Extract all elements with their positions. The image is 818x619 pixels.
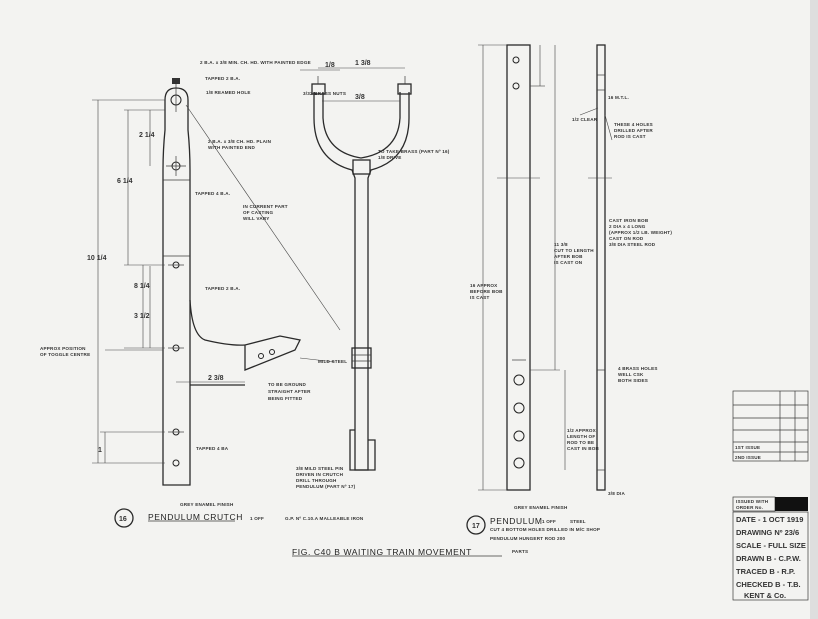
- drawing-title-suffix: PARTS: [512, 549, 528, 554]
- note-vary-2: OF CASTING: [243, 210, 274, 215]
- note-bob-2: 2 DIA x 4 LONG: [609, 224, 646, 229]
- note-csk-1: 4 BRASS HOLES: [618, 366, 658, 371]
- title-block-firm: KENT & Co.: [744, 591, 786, 600]
- note-toggle-1: APPROX POSITION: [40, 346, 86, 351]
- note-len-1: 1/2 APPROX: [567, 428, 597, 433]
- title-block-traced: TRACED B - R.P.: [736, 567, 795, 576]
- title-block-rev-1: 1ST ISSUE: [735, 445, 760, 450]
- note-screw-top: 2 B.A. x 3/8 MIN. CH. HD. WITH PAINTED E…: [200, 60, 311, 65]
- part-17-number: 17: [472, 523, 480, 530]
- pendulum-name: PENDULUM: [490, 516, 543, 526]
- part-16-number: 16: [119, 516, 127, 523]
- crutch-name: PENDULUM CRUTCH: [148, 512, 243, 522]
- dim-d5: 2 3/8: [208, 375, 224, 382]
- note-pin-4: PENDULUM (PART Nº 17): [296, 484, 356, 489]
- crutch-front-view: [92, 78, 341, 486]
- title-block-scale: SCALE - FULL SIZE: [736, 541, 806, 550]
- note-tapped-top: TAPPED 2 B.A.: [205, 76, 240, 81]
- note-pin-1: 3/8 MILD STEEL PIN: [296, 466, 344, 471]
- title-block-drawn: DRAWN B - C.P.W.: [736, 554, 801, 563]
- dim-d3: 3 1/2: [134, 313, 150, 320]
- crutch-fork-view: [300, 67, 412, 471]
- note-bob-3: (APPROX 1/2 LB. WEIGHT): [609, 230, 672, 235]
- note-screw-mid-1: 2 B.A. x 3/8 CH. HD. PLAIN: [208, 139, 272, 144]
- note-tapped-2ba: TAPPED 2 B.A.: [205, 286, 240, 291]
- note-toggle-2: OF TOGGLE CENTRE: [40, 352, 90, 357]
- note-csk-3: BOTH SIDES: [618, 378, 648, 383]
- note-tapped-4ba: TAPPED 4 B.A.: [195, 191, 230, 196]
- note-cut-3: AFTER BOB: [554, 254, 583, 259]
- dim-d2: 2 1/4: [139, 132, 155, 139]
- note-bob-5: 3/8 DIA STEEL ROD: [609, 242, 656, 247]
- note-take-brass-2: 1/8 DRIVE: [378, 155, 402, 160]
- note-dia: 3/8 DIA: [608, 491, 625, 496]
- part-16-circle: [114, 508, 134, 528]
- note-cut-1: 11 3/8: [554, 242, 568, 247]
- note-bob-4: CAST ON ROD: [609, 236, 644, 241]
- dim-d1: 6 1/4: [117, 178, 133, 185]
- part-17-circle: [466, 515, 486, 535]
- pendulum-finish: GREY ENAMEL FINISH: [514, 505, 568, 510]
- note-holes-3: ROD IS CAST: [614, 134, 646, 139]
- note-csk-2: WELL CSK: [618, 372, 644, 377]
- dim-overall: 10 1/4: [87, 255, 107, 262]
- title-block: [732, 390, 809, 601]
- note-tapped-bottom: TAPPED 4 BA: [196, 446, 229, 451]
- note-vary-1: IN CURRENT PART: [243, 204, 288, 209]
- title-block-issued: ISSUED WITH: [736, 499, 769, 504]
- title-block-checked: CHECKED B - T.B.: [736, 580, 801, 589]
- dim-d4: 8 1/4: [134, 283, 150, 290]
- pendulum-note-2: PENDULUM HUNGERT ROD 200: [490, 536, 565, 541]
- crutch-material: G.P. Nº C.10.A MALLEABLE IRON: [285, 516, 364, 521]
- note-take-brass-1: TO TAKE BRASS (PART Nº 16): [378, 149, 450, 154]
- note-bob-1: CAST IRON BOB: [609, 218, 649, 223]
- note-screw-mid-2: WITH PAINTED END: [208, 145, 255, 150]
- pendulum-material: STEEL: [570, 519, 586, 524]
- note-cut-2: CUT TO LENGTH: [554, 248, 594, 253]
- crutch-qty: 1 OFF: [250, 516, 264, 521]
- title-block-drawing-no: DRAWING Nº 23/6: [736, 528, 799, 537]
- note-clear: 1/2 CLEAR: [572, 117, 598, 122]
- dim-fork-width: 1 3/8: [355, 60, 371, 67]
- note-before-3: IS CAST: [470, 295, 490, 300]
- pendulum-side-view: [579, 44, 613, 491]
- note-pin-2: DRIVEN IN CRUTCH: [296, 472, 344, 477]
- note-ground-2: STRAIGHT AFTER: [268, 389, 311, 394]
- title-block-date: DATE - 1 OCT 1919: [736, 515, 803, 524]
- crutch-finish: GREY ENAMEL FINISH: [180, 502, 234, 507]
- dim-fork-inner: 3/8: [355, 94, 365, 101]
- note-mtl: 16 M.T.L.: [608, 95, 629, 100]
- note-len-2: LENGTH OF: [567, 434, 595, 439]
- dim-fork-nut: 1/8: [325, 62, 335, 69]
- title-block-rev-2: 2ND ISSUE: [735, 455, 761, 460]
- note-reamed: 1/8 REAMED HOLE: [206, 90, 251, 95]
- note-ground-1: TO BE GROUND: [268, 382, 307, 387]
- note-holes-2: DRILLED AFTER: [614, 128, 653, 133]
- note-brass-nuts: 3/32 BRASS NUTS: [303, 91, 346, 96]
- note-cut-4: IS CAST ON: [554, 260, 583, 265]
- note-holes-1: THESE 4 HOLES: [614, 122, 653, 127]
- pendulum-note-1: CUT 4 BOTTOM HOLES DRILLED IN M/C SHOP: [490, 527, 600, 532]
- note-pin-3: DRILL THROUGH: [296, 478, 337, 483]
- pendulum-front-view: [478, 44, 566, 491]
- dim-d6: 1: [98, 447, 102, 454]
- pendulum-qty: 1 OFF: [542, 519, 556, 524]
- note-len-3: ROD TO BE: [567, 440, 594, 445]
- note-mild-steel: MILD STEEL: [318, 359, 347, 364]
- note-before-1: 16 APPROX: [470, 283, 498, 288]
- note-ground-3: BEING FITTED: [268, 396, 303, 401]
- note-len-4: CAST IN BOB: [567, 446, 600, 451]
- note-vary-3: WILL VARY: [243, 216, 269, 221]
- title-block-order: ORDER No.: [736, 505, 763, 510]
- note-before-2: BEFORE BOB: [470, 289, 503, 294]
- drawing-title: FIG. C40 B WAITING TRAIN MOVEMENT: [292, 547, 472, 557]
